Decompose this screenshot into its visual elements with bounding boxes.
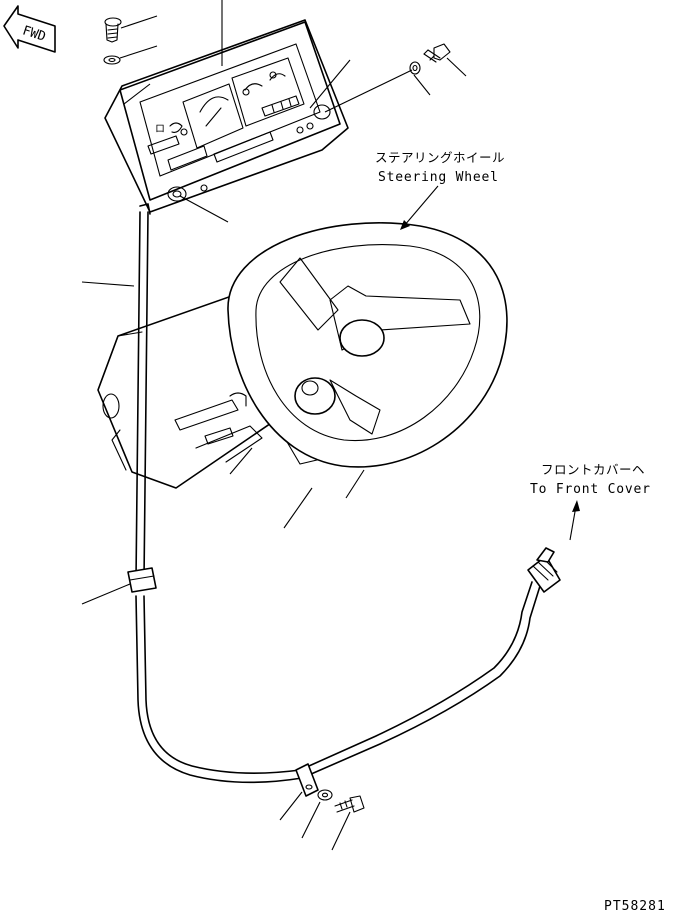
fwd-label: FWD (20, 23, 47, 45)
bolt-icon (423, 43, 467, 77)
speedometer-cable (127, 211, 561, 797)
screw-icon (104, 15, 158, 43)
front-cover-label-jp: フロントカバーヘ (541, 462, 645, 477)
steering-wheel-label-jp: ステアリングホイール (375, 150, 505, 165)
front-cover-label-en: To Front Cover (530, 482, 651, 497)
washer-icon (103, 45, 158, 65)
steering-wheel-callout: ステアリングホイール Steering Wheel (375, 150, 505, 230)
instrument-panel: ロ (104, 19, 349, 215)
clamp-washer-icon (301, 789, 333, 839)
clamp-bolt-icon (331, 795, 365, 851)
fwd-arrow: FWD (3, 5, 56, 53)
washer-icon-right (409, 61, 431, 96)
svg-text:ロ: ロ (155, 124, 165, 135)
steering-wheel-label-en: Steering Wheel (378, 170, 499, 185)
steering-wheel (227, 222, 508, 468)
drawing-number: PT58281 (604, 899, 666, 914)
front-cover-callout: フロントカバーヘ To Front Cover (530, 462, 651, 541)
